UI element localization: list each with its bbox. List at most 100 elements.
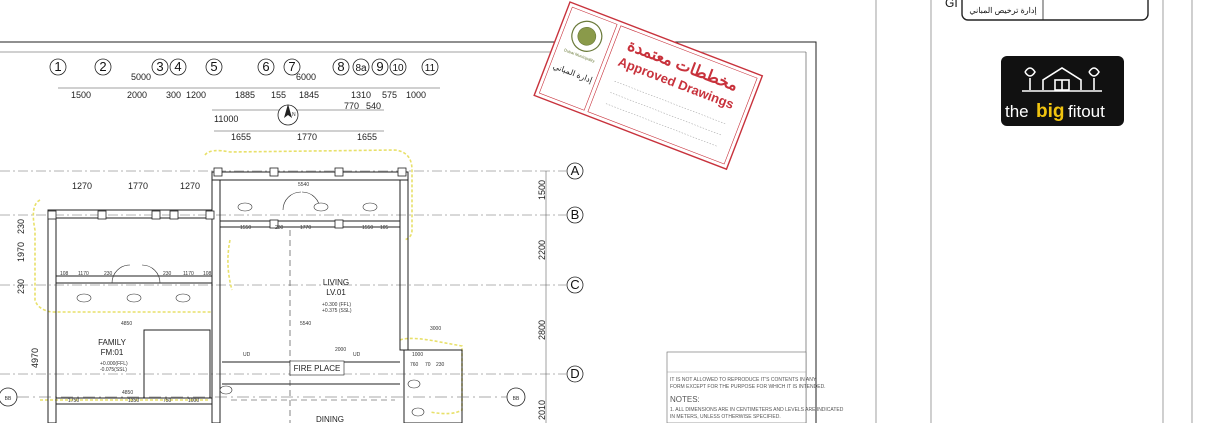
grid-col-10: 10 — [389, 58, 407, 76]
dim-seg: 1885 — [235, 90, 255, 100]
structural-columns — [47, 167, 407, 229]
top-dimensions: 5000 6000 1500 2000 300 1200 1885 155 18… — [58, 72, 440, 191]
grid-row-label: A — [571, 163, 580, 178]
dim-1770: 1770 — [297, 132, 317, 142]
logo-suffix: fitout — [1068, 102, 1105, 121]
grid-row-b: B — [566, 206, 584, 224]
dim-2010: 2010 — [537, 400, 547, 420]
house-logo-icon — [1022, 67, 1102, 92]
svg-text:70: 70 — [425, 362, 431, 368]
svg-text:230: 230 — [104, 271, 113, 277]
dim-770: 770 — [344, 101, 359, 111]
grid-col-5: 5 — [205, 58, 223, 76]
svg-text:1170: 1170 — [183, 271, 194, 277]
row-grid-labels: A B C D — [0, 162, 584, 383]
grid-col-1: 1 — [49, 58, 67, 76]
notes-line4: IN METERS, UNLESS OTHERWISE SPECIFIED. — [670, 414, 781, 420]
svg-text:UD: UD — [353, 352, 361, 358]
svg-text:1000: 1000 — [412, 352, 423, 358]
svg-text:2000: 2000 — [335, 347, 346, 353]
grid-col-6: 6 — [257, 58, 275, 76]
room-fireplace: FIRE PLACE — [294, 364, 341, 373]
grid-col-label: 10 — [392, 63, 404, 74]
dim-1770-left: 1770 — [128, 181, 148, 191]
wall-right-lower — [403, 349, 463, 423]
sheet-border — [0, 41, 817, 423]
svg-text:1770: 1770 — [300, 225, 311, 231]
grid-col-label: 5 — [210, 59, 217, 74]
svg-text:230: 230 — [163, 271, 172, 277]
section-mark-right — [506, 387, 526, 407]
grid-row-label: D — [570, 366, 579, 381]
dim-4970: 4970 — [30, 348, 40, 368]
dim-1500: 1500 — [537, 180, 547, 200]
plan-small-notes: 5540 1550 230 1770 1550 105 108 1170 230… — [60, 182, 445, 404]
dim-1270b: 1270 — [180, 181, 200, 191]
highlight-cloud-top — [204, 149, 413, 241]
grid-col-label: 2 — [99, 59, 106, 74]
grid-col-label: 4 — [174, 59, 181, 74]
notes-line3: 1. ALL DIMENSIONS ARE IN CENTIMETERS AND… — [670, 407, 844, 413]
svg-text:1750: 1750 — [68, 398, 79, 404]
grid-col-label: 11 — [425, 63, 436, 74]
svg-text:108: 108 — [203, 271, 212, 277]
grid-col-2: 2 — [94, 58, 112, 76]
room-living-name: LIVING — [323, 278, 349, 287]
notes-line2: FORM EXCEPT FOR THE PURPOSE FOR WHICH IT… — [670, 384, 826, 390]
svg-text:1000: 1000 — [188, 398, 199, 404]
room-family-level: +0.000(FFL) — [100, 361, 128, 367]
dim-seg: 1310 — [351, 90, 371, 100]
dim-230a: 230 — [16, 219, 26, 234]
walls — [47, 171, 463, 423]
dim-6000: 6000 — [296, 72, 316, 82]
window-tags — [76, 202, 425, 417]
grid-col-8a: 8a — [352, 58, 370, 76]
grid-col-11: 11 — [421, 58, 439, 76]
grid-col-label: 1 — [54, 59, 61, 74]
svg-text:4850: 4850 — [121, 321, 132, 327]
dim-seg: 1200 — [186, 90, 206, 100]
svg-text:1170: 1170 — [78, 271, 89, 277]
room-living-level2: +0.375 (SSL) — [322, 308, 352, 314]
door-swing-top-a — [282, 191, 302, 211]
grid-row-c: C — [566, 276, 584, 294]
svg-text:230: 230 — [436, 362, 445, 368]
svg-text:760: 760 — [410, 362, 419, 368]
grid-col-label: 8 — [337, 59, 344, 74]
section-mark-left-label: BB — [5, 396, 12, 402]
grid-col-3: 3 — [151, 58, 169, 76]
highlight-cloud-left — [32, 199, 212, 313]
notes-line1: IT IS NOT ALLOWED TO REPRODUCE IT'S CONT… — [670, 377, 817, 383]
wall-left-family — [47, 217, 57, 423]
svg-text:5540: 5540 — [300, 321, 311, 327]
svg-text:230: 230 — [275, 225, 284, 231]
dim-1970: 1970 — [16, 242, 26, 262]
highlight-clouds — [32, 149, 463, 415]
vertical-dimensions: 1500 2200 2800 2010 230 1970 230 4970 — [16, 171, 547, 423]
room-living-level: +0.300 (FFL) — [322, 302, 351, 308]
grid-col-8: 8 — [332, 58, 350, 76]
wall-top-living — [211, 171, 409, 181]
dim-seg: 1845 — [299, 90, 319, 100]
highlight-cloud-right — [399, 337, 463, 415]
svg-text:105: 105 — [380, 225, 389, 231]
dim-230b: 230 — [16, 279, 26, 294]
panel-title-box — [961, 0, 1149, 21]
dim-seg: 2000 — [127, 90, 147, 100]
panel-title-ar: إدارة ترخيص المباني — [969, 6, 1036, 15]
logo-big: big — [1036, 101, 1065, 122]
dim-seg: 155 — [271, 90, 286, 100]
grid-col-9: 9 — [371, 58, 389, 76]
logo-prefix: the — [1005, 102, 1029, 121]
svg-text:1550: 1550 — [240, 225, 251, 231]
dim-5000: 5000 — [131, 72, 151, 82]
dim-seg: 1000 — [406, 90, 426, 100]
notes-panel: IT IS NOT ALLOWED TO REPRODUCE IT'S CONT… — [666, 351, 844, 423]
panel-partial-label: GI — [945, 0, 958, 10]
door-swing-family-a — [111, 264, 131, 284]
stair-block — [143, 329, 211, 399]
wall-top-family — [47, 209, 213, 219]
dim-1655a: 1655 — [231, 132, 251, 142]
highlight-cloud-mid — [227, 239, 233, 291]
